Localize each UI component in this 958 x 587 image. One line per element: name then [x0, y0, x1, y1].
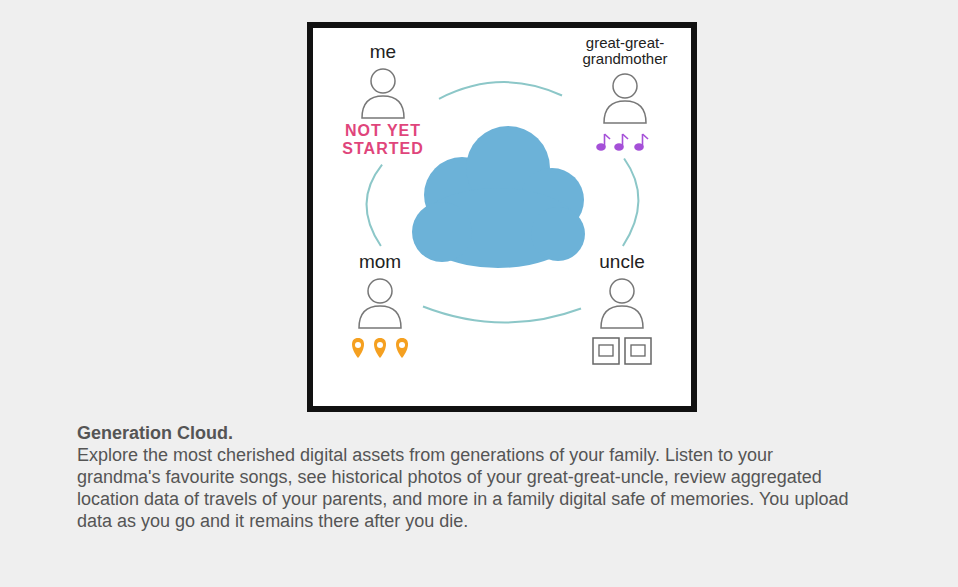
person-icon: [597, 276, 647, 330]
person-icon: [355, 276, 405, 330]
ring-arc: [439, 82, 562, 99]
asset-symbol: [345, 336, 415, 360]
status-note: NOT YET STARTED: [335, 122, 431, 159]
person-label: great-great-grandmother: [570, 35, 680, 67]
person-node: great-great-grandmother: [566, 33, 684, 155]
person-node: uncle: [585, 250, 659, 368]
ring-arc: [623, 159, 639, 247]
person-node: meNOT YET STARTED: [331, 40, 435, 161]
person-icon: [358, 66, 408, 120]
ring-arc: [423, 307, 581, 323]
caption: Explore the most cherished digital asset…: [77, 444, 852, 532]
person-icon: [600, 71, 650, 125]
person-label: uncle: [599, 252, 644, 272]
person-label: mom: [359, 252, 401, 272]
ring-arc: [367, 165, 383, 246]
asset-symbol: [593, 131, 657, 153]
person-node: mom: [341, 250, 419, 362]
person-label: me: [370, 42, 396, 62]
title: Generation Cloud.: [77, 423, 233, 444]
asset-symbol: [589, 336, 655, 366]
